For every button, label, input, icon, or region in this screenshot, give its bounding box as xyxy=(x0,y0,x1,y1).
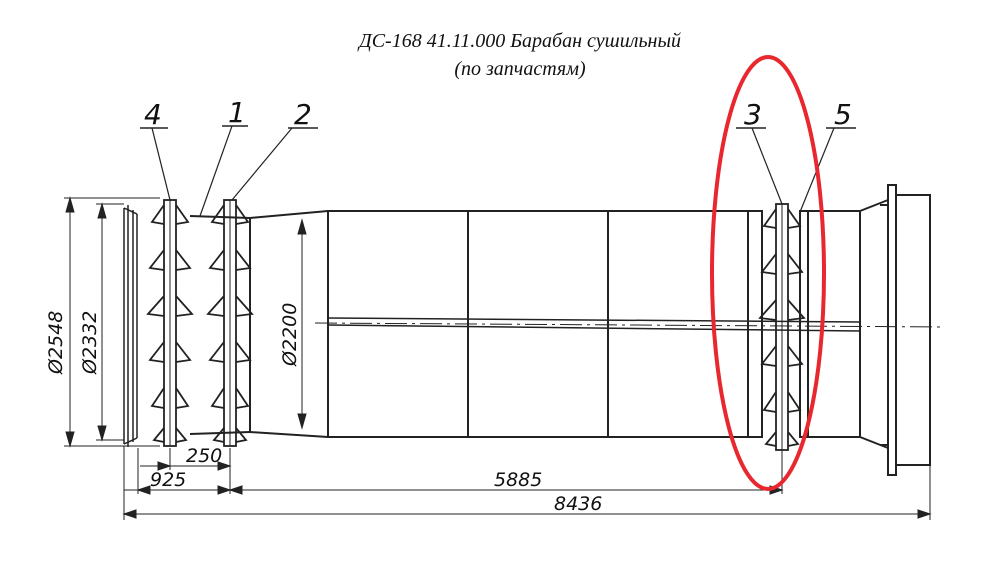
drum-seam-lines xyxy=(327,317,861,332)
callout-3: 3 xyxy=(744,98,762,131)
callout-4: 4 xyxy=(144,98,162,131)
left-flange xyxy=(123,205,138,447)
callouts: 4 1 2 3 5 xyxy=(140,96,856,217)
callout-5: 5 xyxy=(834,98,852,131)
dim-925: 925 xyxy=(150,469,186,491)
dim-250: 250 xyxy=(186,445,222,467)
diameter-dimensions xyxy=(64,196,307,448)
center-axis-line xyxy=(314,322,946,328)
ring-2-assembly xyxy=(206,199,254,447)
highlight-ellipse xyxy=(710,55,826,491)
ring-3-assembly xyxy=(758,203,806,451)
drawing-title: ДС-168 41.11.000 Барабан сушильный xyxy=(358,30,682,52)
right-flange xyxy=(880,184,931,476)
dim-8436: 8436 xyxy=(554,493,602,515)
dim-d2332: Ø2332 xyxy=(79,311,101,375)
dim-d2548: Ø2548 xyxy=(45,311,67,375)
ring-4-assembly xyxy=(146,199,194,447)
drum-body xyxy=(189,199,889,449)
dim-5885: 5885 xyxy=(494,469,542,491)
dim-d2200: Ø2200 xyxy=(279,303,301,367)
drawing-subtitle: (по запчастям) xyxy=(454,58,586,80)
callout-1: 1 xyxy=(228,96,246,129)
callout-2: 2 xyxy=(294,98,312,131)
